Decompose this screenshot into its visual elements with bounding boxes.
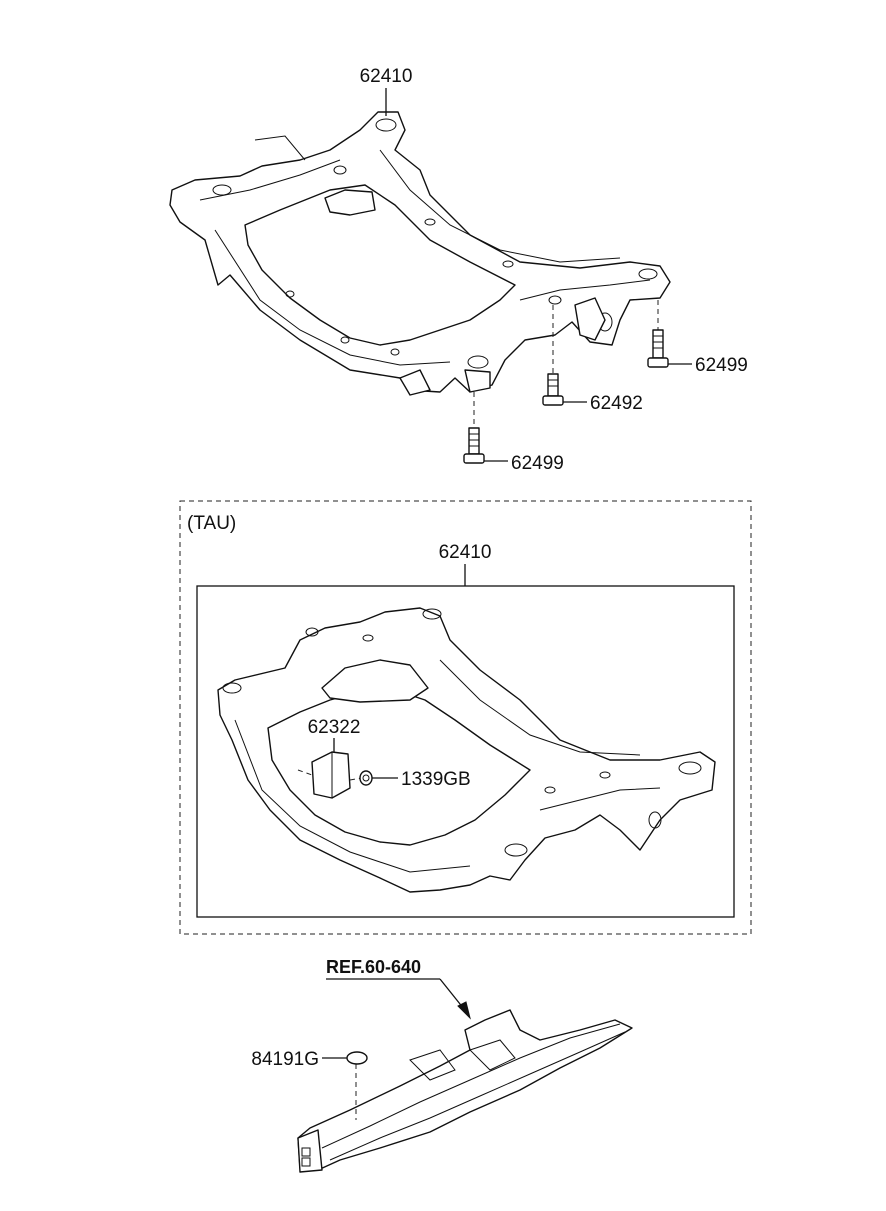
label-62322: 62322 (308, 717, 361, 738)
ref-arrow-icon (457, 1001, 471, 1020)
label-ref-60-640: REF.60-640 (326, 957, 421, 977)
label-62410-top: 62410 (360, 66, 413, 87)
side-member-drawing (297, 1009, 633, 1173)
plug-84191g-icon (346, 1051, 368, 1065)
nut-1339gb-icon (359, 770, 373, 786)
tau-frame-box (196, 585, 735, 918)
label-84191g: 84191G (251, 1049, 319, 1070)
label-62410-tau: 62410 (439, 542, 492, 563)
bolt-62492-center-icon (542, 305, 564, 406)
bracket-62322-icon (297, 751, 363, 799)
label-1339gb: 1339GB (401, 769, 471, 790)
tau-crossmember-drawing (217, 607, 716, 893)
label-62499-right: 62499 (695, 355, 748, 376)
bolt-62499-left-icon (463, 392, 485, 464)
crossmember-frame-drawing (169, 111, 671, 396)
label-tau-variant: (TAU) (187, 513, 236, 534)
label-62499-left: 62499 (511, 453, 564, 474)
tau-variant-box (179, 500, 752, 935)
bolt-62499-right-icon (647, 300, 669, 368)
label-62492: 62492 (590, 393, 643, 414)
